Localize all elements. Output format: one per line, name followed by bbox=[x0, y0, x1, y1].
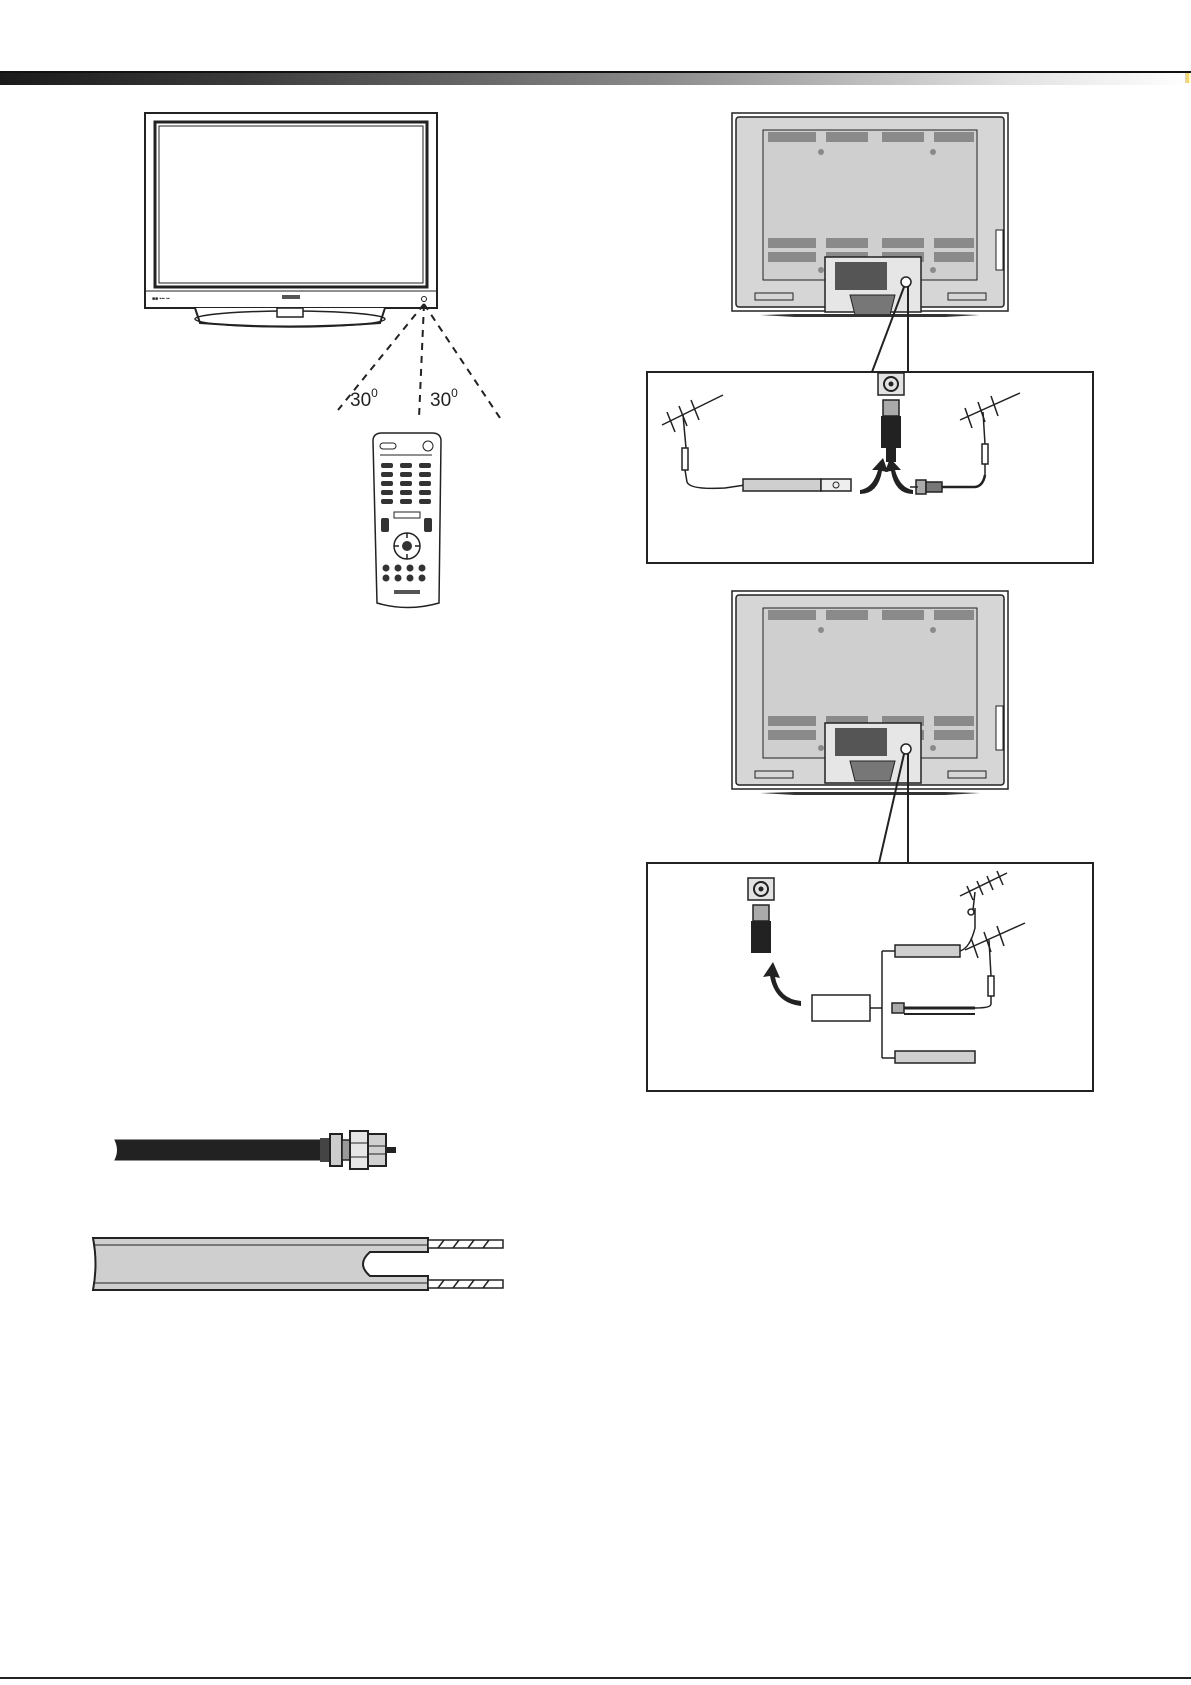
tv-rear-panel-icon-2 bbox=[732, 591, 1008, 795]
remote-range-figure: ■■ ▪▪▪ ▪▪ 300 300 bbox=[130, 108, 510, 613]
twin-lead-cable-icon-large bbox=[93, 1238, 503, 1290]
angle-left-label: 300 bbox=[350, 386, 378, 411]
remote-control-icon bbox=[373, 433, 441, 608]
header-gradient-bar bbox=[0, 71, 1191, 85]
svg-text:■■ ▪▪▪ ▪▪: ■■ ▪▪▪ ▪▪ bbox=[152, 296, 170, 302]
antenna-connection-figure-2 bbox=[645, 588, 1095, 1093]
header-rule bbox=[0, 71, 1191, 73]
header-edge-mark bbox=[1185, 73, 1189, 83]
angle-right-label: 300 bbox=[430, 386, 458, 411]
twin-lead-cable-figure bbox=[88, 1232, 508, 1297]
coaxial-cable-icon-large bbox=[115, 1131, 396, 1169]
connection-detail-box bbox=[647, 372, 1093, 563]
footer-rule bbox=[0, 1677, 1191, 1679]
tv-rear-panel-icon bbox=[732, 113, 1008, 317]
coaxial-cable-figure bbox=[110, 1118, 430, 1183]
twin-lead-cable-icon bbox=[743, 479, 851, 491]
antenna-connection-figure-1 bbox=[645, 110, 1095, 565]
connection-detail-box-2 bbox=[647, 863, 1093, 1091]
flat-panel-tv-front-icon: ■■ ▪▪▪ ▪▪ bbox=[145, 113, 437, 327]
